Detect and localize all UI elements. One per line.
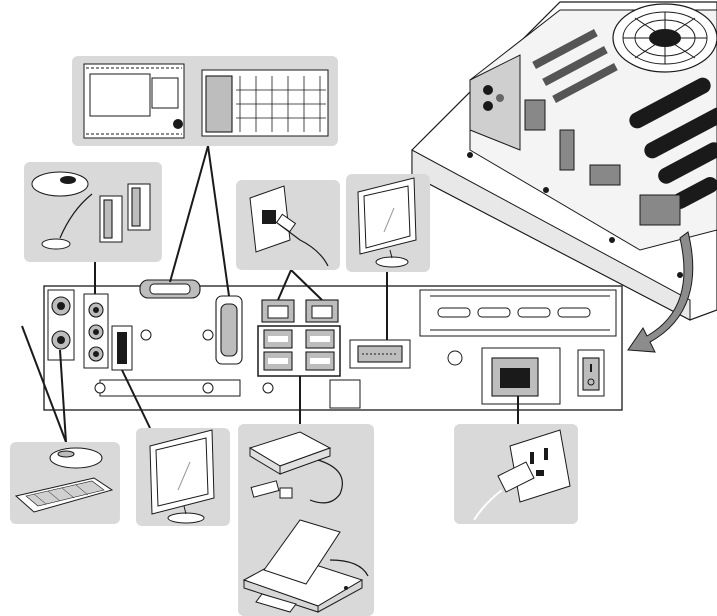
displayport — [111, 325, 133, 371]
panel-pc-illustration — [411, 1, 717, 353]
rotate-arrow-icon — [627, 231, 694, 353]
dp-monitor-peripheral — [136, 428, 230, 526]
monitor-icon — [357, 177, 417, 268]
connection-lines — [21, 145, 519, 443]
lan-peripheral — [236, 180, 340, 270]
monitor-icon — [149, 429, 215, 524]
input-devices-peripheral — [10, 442, 120, 524]
lan-wall-outlet-icon — [249, 185, 329, 267]
usb-devices-peripheral — [238, 424, 374, 616]
ac-inlet — [481, 347, 561, 405]
plc-peripheral — [72, 56, 338, 146]
plc-controller-icon — [83, 63, 185, 139]
dvi-monitor-peripheral — [346, 174, 430, 272]
audio-peripheral — [24, 162, 162, 262]
rear-io-panel — [43, 279, 623, 411]
screw-icons — [94, 329, 463, 394]
mouse-keyboard-icon — [14, 447, 114, 513]
microphone-speakers-icon — [31, 171, 151, 250]
power-switch — [577, 349, 605, 397]
dvi-port — [349, 339, 411, 369]
usb-drive-printer-icon — [242, 431, 369, 613]
ps2-ports — [47, 289, 75, 361]
power-plug-outlet-icon — [473, 429, 571, 521]
fan-grille-icon — [612, 3, 717, 73]
power-peripheral — [454, 424, 578, 524]
vent-slots — [532, 29, 717, 209]
serial-ports — [139, 279, 243, 365]
modular-plc-icon — [201, 69, 329, 137]
audio-jacks — [83, 293, 109, 369]
